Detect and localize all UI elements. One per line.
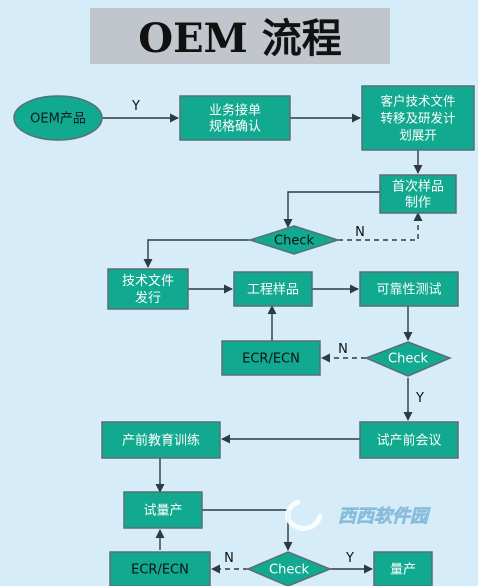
edge-check1-to-tech-doc [143, 239, 250, 268]
node-check-2 [364, 341, 452, 377]
edge-label-n-check1: N [355, 225, 365, 240]
node-oem-product-label: OEM产品 [30, 112, 86, 127]
node-business-spec-label: 业务接单规格确认 [209, 103, 261, 135]
node-check-1-label: Check [274, 234, 314, 249]
edge-label-y-check3: Y [345, 551, 354, 566]
title-band [90, 8, 390, 64]
edge-label-y-oem: Y [131, 99, 140, 114]
node-pre-production-training-label: 产前教育训练 [122, 433, 200, 449]
edge-first-sample-to-check1 [283, 191, 380, 228]
node-eng-sample-label: 工程样品 [247, 283, 299, 298]
node-tech-doc-release-label: 技术文件发行 [122, 274, 174, 306]
node-trial-production-label: 试量产 [143, 504, 182, 519]
node-pre-production-training [101, 421, 221, 459]
node-tech-doc-release [107, 268, 189, 310]
watermark: 西西软件园 [285, 499, 431, 531]
node-check-1 [247, 225, 341, 255]
edge-trial-to-check3 [202, 509, 293, 551]
node-ecr-ecn-2-label: ECR/ECN [131, 563, 189, 578]
watermark-text: 西西软件园 [338, 506, 431, 527]
node-reliability-test-label: 可靠性测试 [376, 283, 441, 298]
node-trial-production [123, 491, 203, 529]
node-reliability-test [359, 271, 459, 307]
node-first-sample-label: 首次样品制作 [392, 179, 444, 211]
node-first-sample [379, 174, 457, 214]
node-eng-sample [233, 271, 313, 307]
node-ecr-ecn-1 [221, 340, 321, 376]
node-business-spec [179, 95, 291, 141]
node-ecr-ecn-1-label: ECR/ECN [242, 352, 300, 367]
node-customer-docs-label: 客户技术文件转移及研发计划展开 [380, 94, 455, 143]
node-ecr-ecn-2 [109, 551, 211, 586]
edge-label-n-check2: N [338, 342, 348, 357]
node-pre-production-meeting-label: 试产前会议 [376, 433, 441, 449]
diagram-title: OEM 流程 [138, 15, 342, 62]
node-check-3-label: Check [269, 563, 309, 578]
watermark-logo-icon [285, 499, 323, 531]
edge-label-y-check2: Y [415, 391, 424, 406]
edge-label-n-check3: N [224, 551, 234, 566]
node-check-3 [246, 551, 332, 586]
node-check-2-label: Check [388, 352, 428, 367]
node-oem-product [13, 95, 103, 141]
node-mass-production-label: 量产 [390, 563, 416, 578]
node-mass-production [373, 551, 433, 586]
node-pre-production-meeting [359, 421, 459, 459]
node-customer-docs [361, 85, 475, 151]
edge-check1-no-to-first-sample [338, 212, 423, 241]
